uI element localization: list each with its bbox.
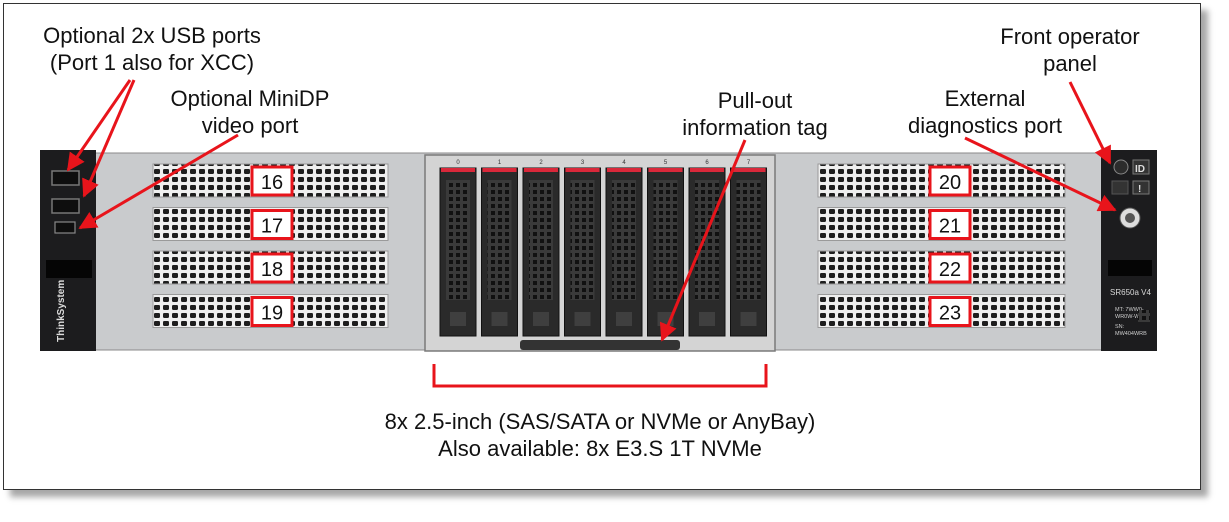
drive-latch bbox=[690, 168, 724, 172]
pullout-callout-line-2: information tag bbox=[682, 115, 828, 140]
usb-port-1 bbox=[51, 170, 80, 186]
minidp-arrow bbox=[78, 133, 239, 230]
qr-code bbox=[1138, 310, 1150, 322]
bay-number-box bbox=[928, 165, 972, 197]
drive-grille bbox=[736, 180, 761, 300]
minidp-port bbox=[54, 221, 76, 234]
pullout-callout: Pull-out information tag bbox=[660, 87, 850, 141]
bay-number: 18 bbox=[261, 259, 283, 281]
pull-out-tag bbox=[520, 340, 680, 350]
minidp-callout-line-1: Optional MiniDP bbox=[170, 86, 330, 111]
tag-line-2: WR0W-WW bbox=[1115, 314, 1145, 320]
drive-number: 5 bbox=[664, 160, 668, 166]
drive-latch bbox=[648, 168, 683, 172]
drive-latch bbox=[524, 168, 558, 172]
drive-number: 1 bbox=[498, 160, 502, 166]
drive-grille bbox=[487, 180, 512, 300]
right-drive-bays: 20 21 22 23 bbox=[817, 163, 1066, 328]
drive-grille bbox=[446, 180, 470, 300]
bay-number: 21 bbox=[939, 216, 961, 238]
operator-callout: Front operator panel bbox=[975, 23, 1165, 77]
drive-latch bbox=[607, 168, 641, 172]
tag-line-3: SN: bbox=[1115, 324, 1125, 330]
left-ear-vent bbox=[46, 260, 92, 278]
drive-latch bbox=[482, 168, 517, 172]
drive-handle bbox=[740, 312, 757, 326]
usb-callout-line-2: (Port 1 also for XCC) bbox=[49, 50, 255, 75]
bay-number-box bbox=[250, 165, 294, 197]
drive-handle bbox=[533, 312, 549, 326]
pullout-callout-line-1: Pull-out bbox=[717, 88, 793, 113]
drive-grille bbox=[653, 180, 678, 300]
operator-callout-line-2: panel bbox=[1043, 51, 1097, 76]
drive-grille bbox=[612, 180, 636, 300]
drive-number: 0 bbox=[456, 160, 460, 166]
bay-number-box bbox=[928, 296, 972, 327]
bay-number: 23 bbox=[939, 303, 961, 325]
diag-callout-line-1: External bbox=[944, 86, 1026, 111]
minidp-callout-line-2: video port bbox=[201, 113, 299, 138]
usb-arrow-1 bbox=[66, 79, 132, 172]
left-drive-bays: 16 17 18 19 bbox=[152, 163, 389, 328]
operator-arrow bbox=[1068, 81, 1112, 165]
caption-line-2: Also available: 8x E3.S 1T NVMe bbox=[438, 436, 762, 461]
drive-latch bbox=[565, 168, 600, 172]
drive-handle bbox=[574, 312, 591, 326]
drive-number: 3 bbox=[581, 160, 585, 166]
bay-number: 20 bbox=[939, 172, 961, 194]
usb-arrow-2 bbox=[82, 79, 136, 198]
diag-callout: External diagnostics port bbox=[880, 85, 1090, 139]
bay-number-box bbox=[250, 296, 294, 327]
minidp-callout: Optional MiniDP video port bbox=[150, 85, 350, 139]
error-led-icon: ! bbox=[1138, 184, 1141, 195]
usb-port-2 bbox=[51, 198, 80, 214]
drive-handle bbox=[616, 312, 632, 326]
usb-callout: Optional 2x USB ports (Port 1 also for X… bbox=[22, 22, 282, 76]
tag-line-4: MW404WRB bbox=[1115, 331, 1147, 337]
drive-number: 7 bbox=[747, 160, 751, 166]
bay-number: 22 bbox=[939, 259, 961, 281]
drive-number: 6 bbox=[705, 160, 709, 166]
diagnostics-port-inner bbox=[1125, 213, 1135, 223]
bay-number-box bbox=[250, 209, 294, 240]
drive-grille bbox=[529, 180, 553, 300]
drive-number: 2 bbox=[539, 160, 543, 166]
bay-number: 17 bbox=[261, 216, 283, 238]
drive-grille bbox=[695, 180, 719, 300]
status-led-left bbox=[1111, 180, 1129, 195]
drive-number: 4 bbox=[622, 160, 626, 166]
bay-number: 16 bbox=[261, 172, 283, 194]
operator-callout-line-1: Front operator bbox=[1000, 24, 1140, 49]
drive-handle bbox=[699, 312, 715, 326]
tag-line-1: MT: 7WW0- bbox=[1115, 307, 1144, 313]
drive-handle bbox=[450, 312, 466, 326]
drive-grille bbox=[570, 180, 595, 300]
caption-bracket bbox=[432, 364, 768, 388]
id-button bbox=[1132, 159, 1150, 175]
brand-text: ThinkSystem bbox=[56, 280, 67, 342]
power-button-icon bbox=[1113, 159, 1129, 175]
diag-arrow bbox=[964, 136, 1117, 212]
bay-number-box bbox=[250, 252, 294, 284]
bay-number-box bbox=[928, 209, 972, 240]
pullout-arrow bbox=[659, 139, 747, 342]
drive-latch bbox=[441, 168, 475, 172]
id-button-label: ID bbox=[1135, 164, 1145, 175]
caption-line-1: 8x 2.5-inch (SAS/SATA or NVMe or AnyBay) bbox=[384, 409, 816, 434]
right-ear-vent bbox=[1108, 260, 1152, 276]
drive-handle bbox=[491, 312, 508, 326]
bay-number: 19 bbox=[261, 303, 283, 325]
drive-latch bbox=[731, 168, 766, 172]
drive-slots: 0 1 2 3 4 5 6 7 bbox=[439, 160, 767, 337]
status-led-right bbox=[1132, 180, 1150, 195]
usb-callout-line-1: Optional 2x USB ports bbox=[43, 23, 261, 48]
callout-arrows bbox=[66, 79, 1117, 342]
diag-callout-line-2: diagnostics port bbox=[907, 113, 1063, 138]
caption: 8x 2.5-inch (SAS/SATA or NVMe or AnyBay)… bbox=[300, 408, 900, 462]
bay-number-box bbox=[928, 252, 972, 284]
model-label: SR650a V4 bbox=[1110, 288, 1151, 297]
